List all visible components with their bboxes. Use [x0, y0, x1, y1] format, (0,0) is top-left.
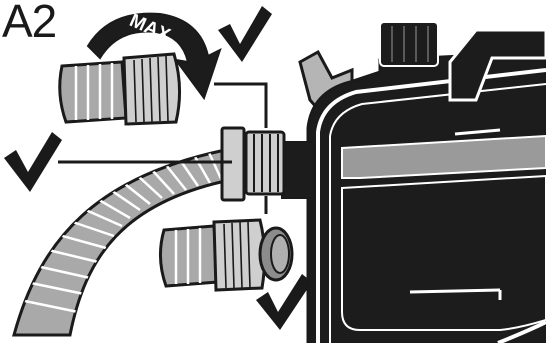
- hose-coupling: [222, 128, 284, 200]
- tank: [300, 22, 546, 343]
- tank-outlet: [282, 142, 314, 198]
- check-icon: [218, 6, 272, 62]
- tank-panel: [342, 176, 546, 330]
- cap-icon: [380, 22, 438, 66]
- check-icon: [4, 132, 62, 192]
- check-icon: [256, 274, 312, 330]
- callout-line-top: [214, 84, 266, 128]
- inset-bottom: [160, 220, 292, 290]
- inset-top: MAX: [60, 10, 220, 124]
